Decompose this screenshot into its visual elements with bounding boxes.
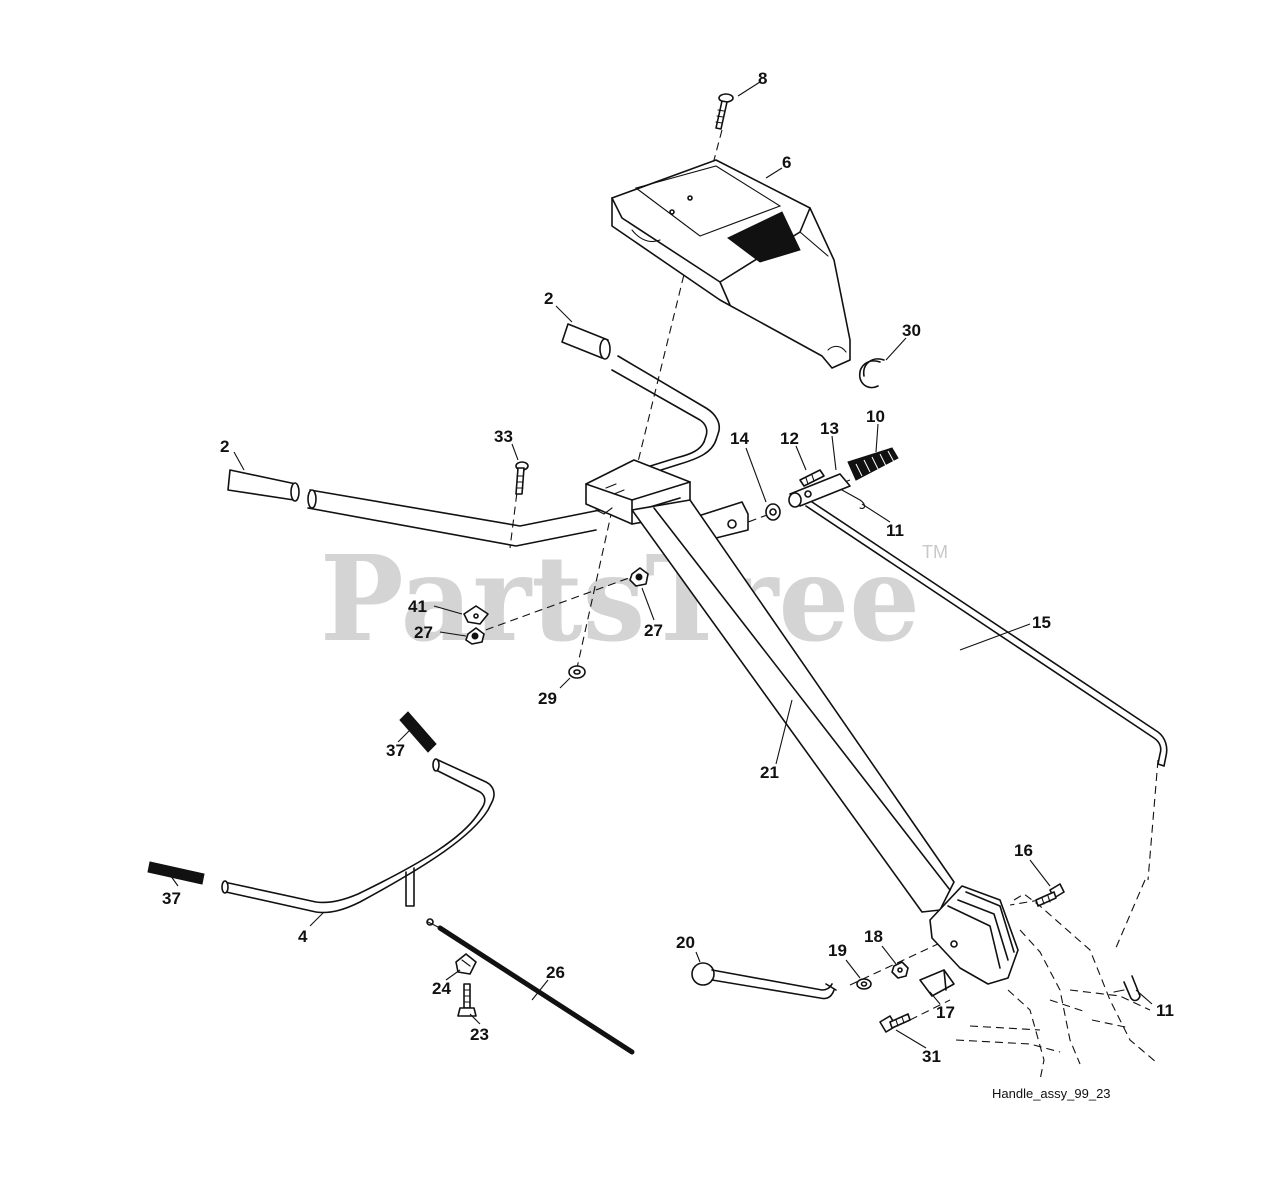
callout-16: 16 (1014, 841, 1033, 860)
grip-part-10 (847, 447, 899, 481)
callout-2-left: 2 (220, 437, 229, 456)
main-handle-tube-part-21 (631, 499, 1019, 985)
lever-hub-part-13 (788, 473, 851, 508)
watermark-brand: PartsTree (320, 529, 920, 668)
callout-11-upper: 11 (886, 521, 904, 540)
tiller-housing-outline (955, 893, 1157, 1081)
bracket-part-17 (919, 969, 955, 997)
callout-27-right: 27 (644, 621, 663, 640)
callout-11-lower: 11 (1156, 1001, 1174, 1020)
nut-part-18 (891, 961, 909, 979)
callout-15: 15 (1032, 613, 1051, 632)
cable-part-26 (426, 918, 635, 1055)
callout-37-left: 37 (162, 889, 181, 908)
callout-41: 41 (408, 597, 427, 616)
callout-27-left: 27 (414, 623, 433, 642)
hairpin-part-11-upper (841, 489, 866, 509)
washer-part-19 (856, 978, 872, 990)
figure-reference: Handle_assy_99_23 (992, 1086, 1111, 1101)
grip-part-2-upper (561, 323, 611, 360)
shift-lever-part-20 (691, 962, 837, 1000)
spacer-part-14 (765, 503, 781, 521)
bolt-part-33 (515, 461, 529, 495)
upper-handle-tube (307, 355, 721, 547)
leader-lines (167, 81, 1153, 1049)
callout-24: 24 (432, 979, 451, 998)
callout-37-upper: 37 (386, 741, 405, 760)
bolt-part-23 (457, 983, 477, 1017)
hairpin-part-11-lower (1113, 975, 1141, 1002)
callout-23: 23 (470, 1025, 489, 1044)
callout-13: 13 (820, 419, 839, 438)
screw-part-8 (715, 93, 734, 130)
callout-14: 14 (730, 429, 749, 448)
callout-12: 12 (780, 429, 799, 448)
callout-10: 10 (866, 407, 885, 426)
callout-17: 17 (936, 1003, 955, 1022)
clamp-part-24 (455, 953, 477, 975)
callout-8: 8 (758, 69, 767, 88)
callout-18: 18 (864, 927, 883, 946)
handle-panel-part-6 (611, 159, 851, 369)
callout-33: 33 (494, 427, 513, 446)
callout-4: 4 (298, 927, 308, 946)
bolt-part-31 (879, 1013, 911, 1033)
watermark-trademark: TM (922, 542, 948, 562)
bolt-part-16 (1035, 883, 1065, 907)
bolt-part-12 (799, 469, 825, 487)
callout-31: 31 (922, 1047, 941, 1066)
callout-21: 21 (760, 763, 779, 782)
nut-part-27-left (465, 627, 485, 645)
grip-part-37-left (147, 861, 205, 885)
bail-handle-part-4 (221, 758, 495, 914)
callout-30: 30 (902, 321, 921, 340)
callout-19: 19 (828, 941, 847, 960)
callout-labels: 8 6 2 30 2 33 10 12 13 14 11 41 27 27 15… (162, 69, 1174, 1066)
callout-20: 20 (676, 933, 695, 952)
callout-2-upper: 2 (544, 289, 553, 308)
grip-part-37-upper (399, 711, 437, 753)
grip-part-2-left (227, 469, 300, 502)
clip-part-30 (858, 358, 885, 389)
nut-part-27-right (629, 567, 649, 587)
control-rod-part-15 (805, 501, 1168, 767)
callout-6: 6 (782, 153, 791, 172)
clip-part-41 (463, 605, 489, 625)
callout-29: 29 (538, 689, 557, 708)
callout-26: 26 (546, 963, 565, 982)
washer-part-29 (568, 665, 586, 679)
